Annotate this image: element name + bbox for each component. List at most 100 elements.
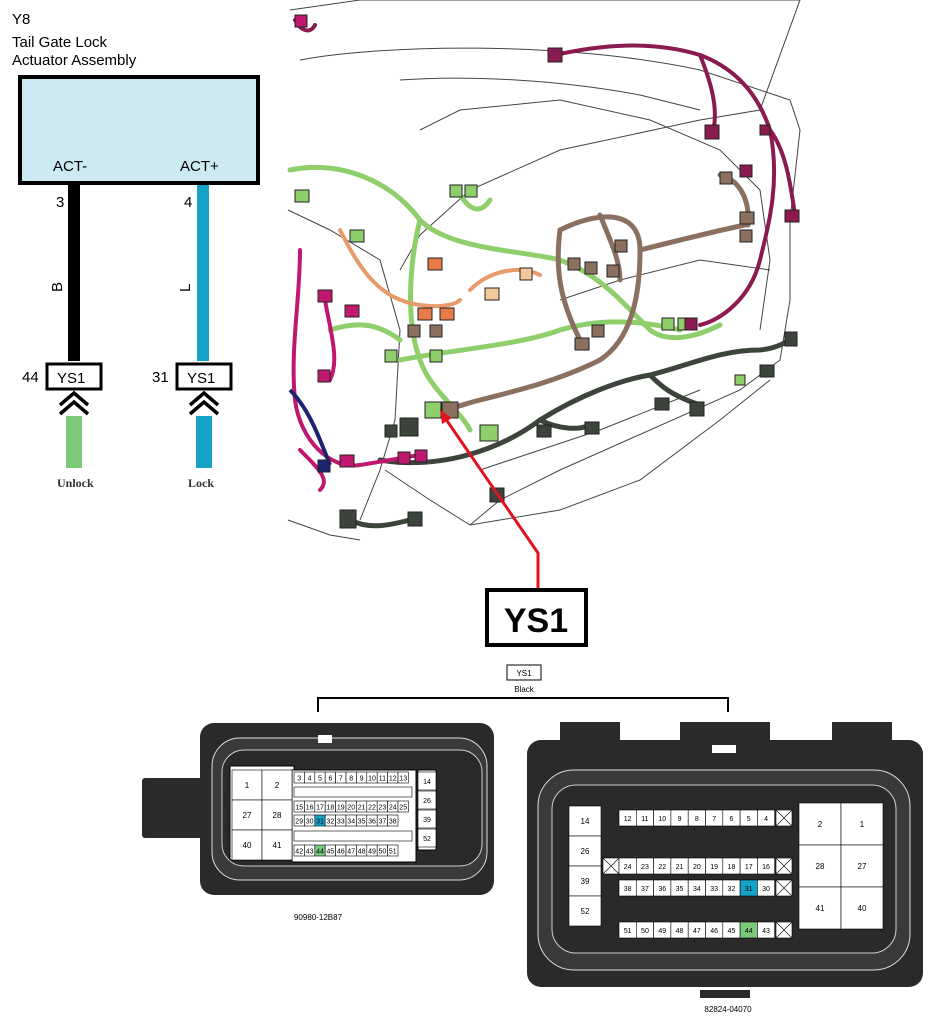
pin-cell-33: 33 [335,814,347,827]
pin-label: 24 [389,805,397,812]
pin-label: 38 [389,819,397,826]
pin-cell-30: 30 [304,814,316,827]
pin-cell-39: 39 [417,809,437,829]
pin-cell-47: 47 [687,921,706,939]
pin-label: 2 [275,781,280,790]
pin-label: 32 [728,886,736,893]
pin-cell-6: 6 [722,809,741,827]
pin-label: 23 [379,805,387,812]
pin-cell-44: 44 [739,921,758,939]
pin-cell-18: 18 [324,800,336,813]
pin-label: 39 [581,877,590,886]
pin-label: 36 [368,819,376,826]
pin-label: 25 [399,805,407,812]
pin-label: 3 [297,776,301,783]
pin-cell-36: 36 [366,814,378,827]
divider-bar [293,786,413,798]
pin-label: 39 [423,817,431,824]
pin-label: 43 [762,928,770,935]
pin-cell-26: 26 [417,790,437,810]
pin-label: 37 [379,819,387,826]
component-name-line2: Actuator Assembly [12,52,137,69]
pin-cell-8: 8 [687,809,706,827]
pin-label: 27 [858,862,867,871]
pin-label: 7 [712,816,716,823]
pin-cell-22: 22 [653,857,672,875]
pin-label: 17 [745,864,753,871]
pin-cell-42: 42 [293,844,305,857]
callout-line [441,414,540,592]
pin-cell-24: 24 [618,857,637,875]
pin-label: 33 [710,886,718,893]
pin-label: 29 [295,819,303,826]
pin-label: 46 [337,849,345,856]
pin-cell-1: 1 [231,769,263,801]
pin-cell-7: 7 [705,809,724,827]
pin-label: 18 [327,805,335,812]
pin-cell-12: 12 [618,809,637,827]
pin-label: 26 [581,847,590,856]
pin-label: 45 [327,849,335,856]
pin-label: 8 [695,816,699,823]
pin-cell-46: 46 [335,844,347,857]
pin-label: 7 [339,776,343,783]
pin-label: 35 [358,819,366,826]
pin-label: 16 [762,864,770,871]
pin-cell-8: 8 [345,771,357,784]
wire-code-b: B [49,282,66,292]
pin-label: 13 [399,776,407,783]
pin-label: 2 [818,820,823,829]
terminal-label-act-plus: ACT+ [180,158,219,175]
pin-label: 18 [728,864,736,871]
signal-label-lock: Lock [188,476,214,490]
pin-cell-7: 7 [335,771,347,784]
pin-label: 14 [581,817,590,826]
pin-cell-52: 52 [417,828,437,848]
pin-cell-11: 11 [635,809,654,827]
pin-label: 28 [273,811,282,820]
pin-cell-45: 45 [722,921,741,939]
pin-label: 28 [816,862,825,871]
pin-label: 6 [328,776,332,783]
wire-green-unlock [66,416,82,468]
pin-cell-10: 10 [366,771,378,784]
pin-cell-34: 34 [687,879,706,897]
pin-cell-28: 28 [261,799,293,831]
pin-label: 5 [747,816,751,823]
pin-cell-21: 21 [670,857,689,875]
pin-cell-33: 33 [705,879,724,897]
pin-label: 45 [728,928,736,935]
blank-pin-cell [775,879,793,897]
connector-bracket [317,697,729,712]
pin-cell-41: 41 [261,829,293,861]
pin-cell-43: 43 [757,921,776,939]
pin-label: 20 [347,805,355,812]
pin-label: 21 [358,805,366,812]
pin-cell-49: 49 [366,844,378,857]
pin-cell-25: 25 [397,800,409,813]
connector-box-ys1-left [45,362,103,391]
pin-cell-16: 16 [757,857,776,875]
pin-cell-49: 49 [653,921,672,939]
pin-cell-29: 29 [293,814,305,827]
pin-cell-35: 35 [356,814,368,827]
pin-cell-36: 36 [653,879,672,897]
connector-info-color: Black [514,685,535,694]
pin-cell-45: 45 [324,844,336,857]
pin-label: 23 [641,864,649,871]
pin-label: 24 [624,864,632,871]
pin-label: 10 [368,776,376,783]
pin-label: 36 [658,886,666,893]
pin-cell-27: 27 [840,844,884,888]
pin-label: 44 [316,849,324,856]
pin-cell-40: 40 [231,829,263,861]
pin-label: 51 [624,928,632,935]
terminal-label-act-minus: ACT- [53,158,87,175]
connector-info-name: YS1 [516,669,532,678]
pin-label: 40 [858,904,867,913]
pin-cell-34: 34 [345,814,357,827]
pin-cell-11: 11 [376,771,388,784]
connector-name-ys1-right: YS1 [187,370,215,387]
pin-label: 41 [816,904,825,913]
